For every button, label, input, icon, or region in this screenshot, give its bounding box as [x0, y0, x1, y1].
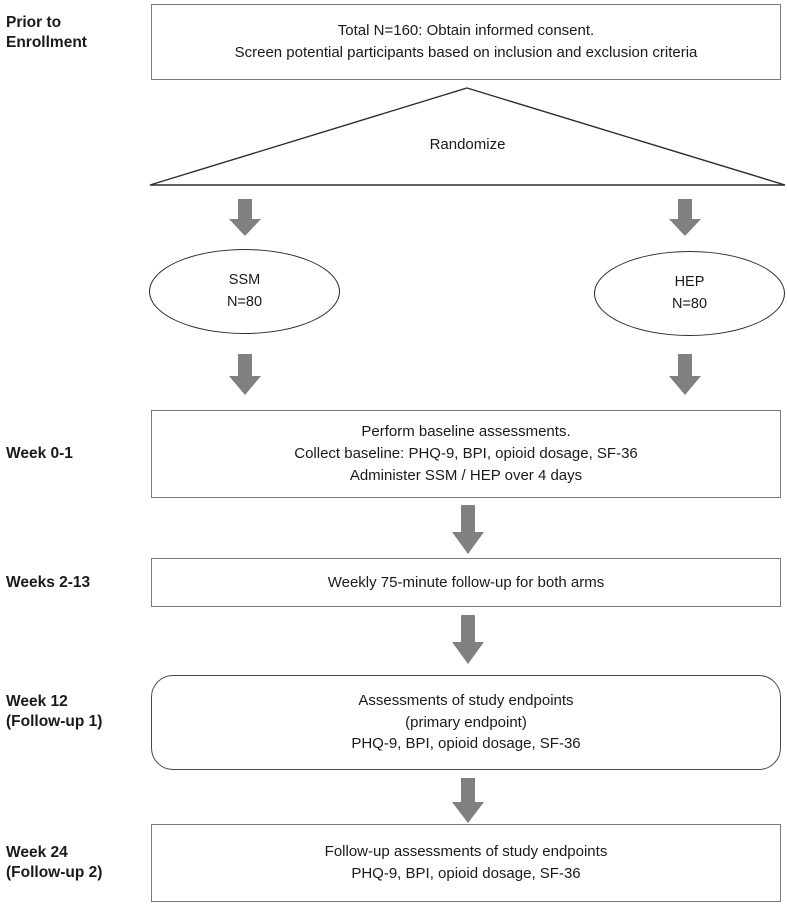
arrow-followup1-to-followup2 — [451, 778, 485, 829]
screening-box: Total N=160: Obtain informed consent. Sc… — [151, 4, 781, 80]
arrow-weekly-to-followup1 — [451, 615, 485, 670]
down-arrow-icon — [452, 505, 484, 554]
down-arrow-icon — [452, 615, 484, 664]
down-arrow-icon — [229, 199, 261, 236]
down-arrow-icon — [669, 354, 701, 395]
arrow-baseline-to-weekly — [451, 505, 485, 560]
randomize-triangle-icon — [149, 87, 786, 186]
weekly-followup-box: Weekly 75-minute follow-up for both arms — [151, 558, 781, 607]
stage-label-week-24: Week 24 (Follow-up 2) — [6, 844, 103, 881]
stage-label-prior-to-enrollment: Prior to Enrollment — [6, 14, 87, 51]
baseline-assessments-box: Perform baseline assessments. Collect ba… — [151, 410, 781, 498]
arm-ellipse-ssm: SSM N=80 — [149, 249, 340, 334]
stage-label-week-12: Week 12 (Follow-up 1) — [6, 693, 103, 730]
down-arrow-icon — [229, 354, 261, 395]
randomize-triangle — [148, 86, 787, 188]
arrow-hep-to-baseline — [668, 354, 702, 401]
stage-label-weeks-2-13: Weeks 2-13 — [6, 574, 91, 591]
followup-1-box: Assessments of study endpoints (primary … — [151, 675, 781, 770]
arrow-randomize-to-ssm — [228, 199, 262, 242]
stage-label-week-0-1: Week 0-1 — [6, 445, 73, 462]
arrow-ssm-to-baseline — [228, 354, 262, 401]
down-arrow-icon — [669, 199, 701, 236]
arrow-randomize-to-hep — [668, 199, 702, 242]
arm-ellipse-hep: HEP N=80 — [594, 251, 785, 336]
randomize-label: Randomize — [429, 136, 506, 153]
followup-2-box: Follow-up assessments of study endpoints… — [151, 824, 781, 902]
down-arrow-icon — [452, 778, 484, 823]
